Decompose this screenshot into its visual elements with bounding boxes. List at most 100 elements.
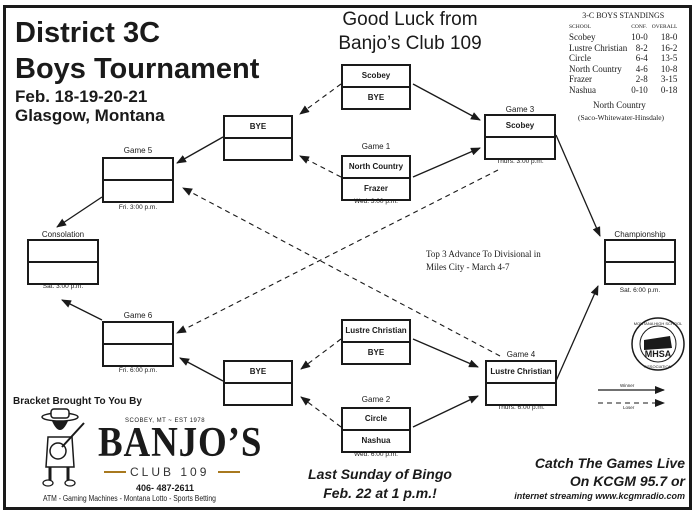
game6-time: Fri. 6:00 p.m. — [118, 367, 158, 374]
title-line-1: District 3C — [15, 17, 161, 49]
mhsa-bottom-text: ASSOCIATION — [644, 364, 671, 369]
sponsor-phone: 406- 487-2611 — [136, 483, 195, 493]
loser-line-game3-to-game6 — [176, 169, 499, 334]
conf-record: 8-2 — [635, 42, 648, 53]
game4-label: Game 4 — [506, 350, 536, 359]
matchup-scobey-bye: Scobey BYE — [341, 64, 411, 110]
team-slot — [486, 136, 554, 158]
game2-label: Game 2 — [361, 395, 391, 404]
bye-upper-box: BYE — [223, 115, 293, 161]
team-slot — [225, 137, 291, 159]
game4-time: Thurs. 6:00 p.m. — [497, 404, 545, 411]
co-op-team-schools: (Saco-Whitewater-Hinsdale) — [578, 113, 665, 122]
game1-box: North Country Frazer — [341, 155, 411, 201]
legend-loser-label: Loser — [623, 405, 635, 410]
team-slot: Circle — [364, 414, 388, 423]
bye-lower-box: BYE — [223, 360, 293, 406]
winner-line-bye-to-game5 — [176, 136, 224, 164]
col-conf: CONF. — [631, 23, 647, 30]
divisional-advance-note: Top 3 Advance To Divisional in Miles Cit… — [426, 248, 541, 274]
team-slot — [606, 261, 674, 283]
bingo-line-1: Last Sunday of Bingo — [308, 466, 452, 482]
team-slot: Nashua — [343, 429, 409, 451]
team-slot — [29, 241, 97, 261]
game1-label: Game 1 — [361, 142, 391, 151]
legend-winner-label: Winner — [620, 383, 635, 388]
team-slot — [29, 261, 97, 283]
consolation-label: Consolation — [41, 230, 85, 239]
team-slot: Scobey — [361, 71, 391, 80]
accent-bar-left — [104, 471, 126, 473]
conf-record: 6-4 — [635, 53, 648, 63]
accent-bar-right — [218, 471, 240, 473]
matchup-lustre-bye: Lustre Christian BYE — [341, 319, 411, 365]
mhsa-center-text: MHSA — [645, 349, 672, 359]
sponsor-name: BANJO’S — [98, 420, 263, 466]
team-slot: Frazer — [343, 177, 409, 199]
team-slot: Lustre Christian — [490, 367, 552, 376]
winner-line-lustre-to-game4 — [412, 338, 479, 368]
consolation-time: Sat. 3:00 p.m. — [42, 283, 84, 290]
radio-line-2: On KCGM 95.7 or — [569, 473, 685, 489]
banjo-player-mascot-icon — [41, 408, 85, 487]
conf-record: 2-8 — [635, 74, 648, 84]
team-slot — [104, 343, 172, 365]
consolation-box — [27, 239, 99, 285]
radio-streaming-link[interactable]: internet streaming www.kcgmradio.com — [514, 491, 685, 501]
team-slot — [487, 382, 555, 404]
game2-box: Circle Nashua — [341, 407, 411, 453]
montana-state-icon — [644, 336, 672, 350]
poster-frame — [3, 5, 692, 510]
team-slot — [104, 323, 172, 343]
sponsor-ad-heading: Bracket Brought To You By — [13, 396, 142, 407]
loser-line-scobey-bye — [299, 83, 342, 115]
team-slot — [606, 241, 674, 261]
conf-record: 0-10 — [631, 84, 648, 95]
game6-label: Game 6 — [123, 311, 153, 320]
team-slot: BYE — [343, 341, 409, 363]
loser-line-game4-to-game5 — [182, 187, 501, 357]
game6-box — [102, 321, 174, 367]
team-slot: BYE — [249, 122, 267, 131]
winner-line-bye-to-game6 — [179, 357, 224, 382]
title-line-2: Boys Tournament — [15, 53, 260, 85]
overall-record: 0-18 — [660, 84, 678, 95]
overall-record: 13-5 — [660, 53, 678, 63]
game3-label: Game 3 — [505, 105, 535, 114]
advance-note-line-1: Top 3 Advance To Divisional in — [426, 249, 541, 259]
winner-line-scobey-to-game3 — [412, 83, 481, 121]
radio-notice: Catch The Games Live On KCGM 95.7 or int… — [514, 454, 685, 502]
team-slot: BYE — [343, 86, 409, 108]
sponsor-club: CLUB 109 — [130, 465, 210, 479]
game5-time: Fri. 3:00 p.m. — [118, 204, 158, 211]
overall-record: 10-8 — [660, 63, 678, 74]
team-slot: North Country — [348, 162, 404, 171]
standings-title: 3-C BOYS STANDINGS — [582, 11, 665, 20]
loser-line-game1 — [299, 155, 342, 178]
team-slot — [225, 382, 291, 404]
co-op-team-name: North Country — [593, 100, 646, 110]
game4-box: Lustre Christian — [485, 360, 557, 406]
sponsor-club-line: CLUB 109 — [104, 465, 240, 479]
sponsor-tagline: SCOBEY, MT ~ EST 1978 — [125, 418, 206, 424]
game5-box — [102, 157, 174, 203]
game3-time: Thurs. 3:00 p.m. — [496, 158, 544, 165]
school-name: Frazer — [569, 74, 592, 84]
game1-time: Wed. 3:00 p.m. — [354, 198, 398, 205]
championship-label: Championship — [614, 230, 666, 239]
school-name: Lustre Christian — [569, 42, 628, 53]
game2-time: Wed. 6:00 p.m. — [354, 451, 398, 458]
col-overall: OVERALL — [651, 23, 678, 30]
team-slot: Lustre Christian — [345, 326, 407, 335]
game3-box: Scobey — [484, 114, 556, 160]
winner-line-game2-to-game4 — [412, 395, 479, 428]
mhsa-logo: MHSA MONTANA HIGH SCHOOL ASSOCIATION — [631, 317, 685, 371]
standings-header-row: SCHOOL CONF. OVERALL — [567, 22, 679, 33]
col-school: SCHOOL — [569, 23, 592, 30]
mhsa-top-text: MONTANA HIGH SCHOOL — [634, 321, 683, 326]
